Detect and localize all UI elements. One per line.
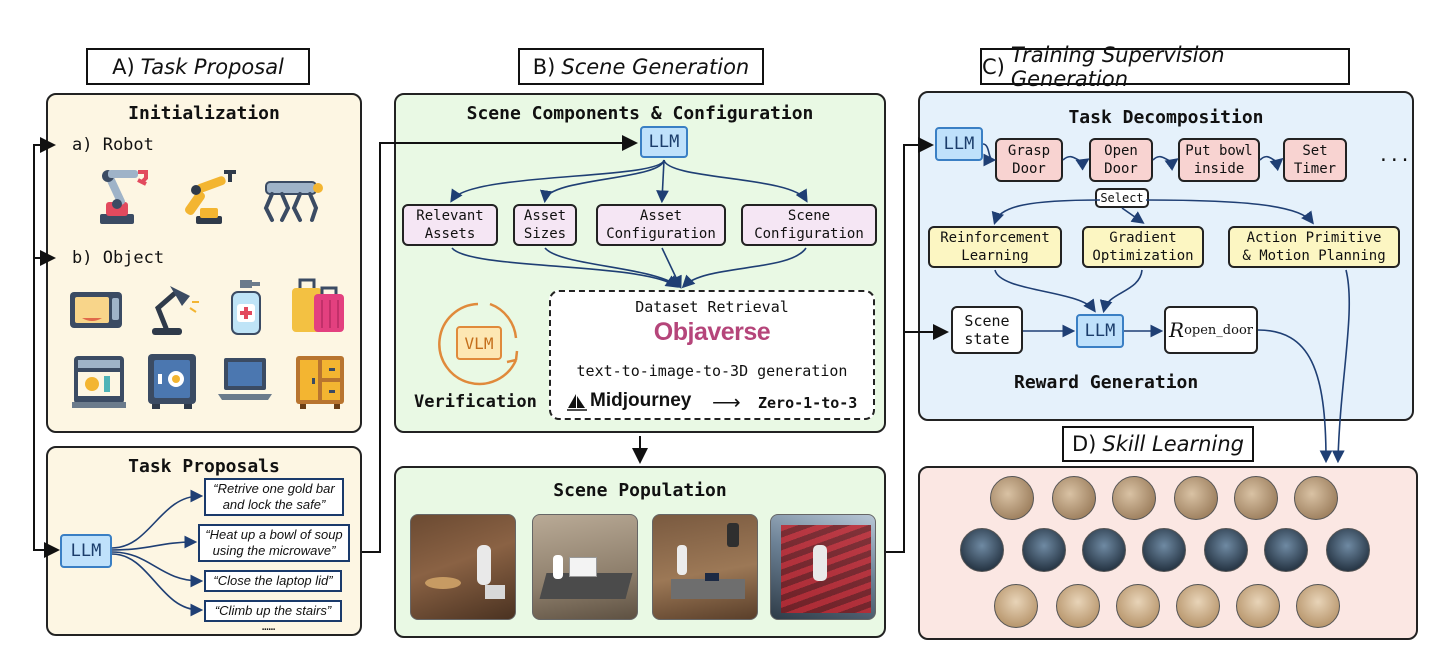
skill-thumbnail xyxy=(960,528,1004,572)
laptop-icon xyxy=(218,358,272,400)
task-proposals-header: Task Proposals xyxy=(128,456,280,477)
subtask-open-door: Open Door xyxy=(1089,138,1153,182)
section-label: Task Proposal xyxy=(140,54,284,79)
skill-thumbnail xyxy=(1112,476,1156,520)
t2i23d-label: text-to-image-to-3D generation xyxy=(576,362,848,380)
proposal-laptop-lid: “Close the laptop lid” xyxy=(204,570,342,592)
component-scene-configuration: Scene Configuration xyxy=(741,204,877,246)
section-title-scene-generation: B)Scene Generation xyxy=(518,48,764,85)
proposal-gold-bar: “Retrive one gold bar and lock the safe” xyxy=(204,478,344,516)
skill-thumbnail xyxy=(1142,528,1186,572)
subtask-grasp-door: Grasp Door xyxy=(995,138,1063,182)
skill-thumbnail xyxy=(1294,476,1338,520)
safe-icon xyxy=(148,354,196,409)
subtask-put-bowl: Put bowl inside xyxy=(1178,138,1260,182)
scene-image-1 xyxy=(410,514,516,620)
section-prefix: A) xyxy=(112,54,135,79)
zero123-label: Zero-1-to-3 xyxy=(758,394,858,412)
midjourney-icon xyxy=(567,394,587,411)
scene-components-header: Scene Components & Configuration xyxy=(466,103,814,124)
skill-thumbnail xyxy=(1116,584,1160,628)
skill-thumbnail xyxy=(1236,584,1280,628)
proposal-climb-stairs: “Climb up the stairs” xyxy=(204,600,342,622)
subtask-ellipsis: ··· xyxy=(1378,150,1411,171)
skill-thumbnail xyxy=(1174,476,1218,520)
robot-label: a) Robot xyxy=(72,135,154,155)
scene-population-header: Scene Population xyxy=(553,480,727,501)
object-label: b) Object xyxy=(72,248,165,268)
skill-thumbnail xyxy=(1176,584,1220,628)
task-decomposition-header: Task Decomposition xyxy=(1068,107,1264,128)
select-badge: Select xyxy=(1095,188,1149,208)
section-title-training-supervision: C)Training Supervision Generation xyxy=(980,43,1350,91)
dataset-retrieval-label: Dataset Retrieval xyxy=(635,298,789,316)
scene-image-4 xyxy=(770,514,876,620)
scene-image-3 xyxy=(652,514,758,620)
industrial-arm-icon xyxy=(185,170,236,224)
method-gradient-optimization: Gradient Optimization xyxy=(1082,226,1204,268)
scene-image-2 xyxy=(532,514,638,620)
method-action-primitive: Action Primitive & Motion Planning xyxy=(1228,226,1400,268)
skill-thumbnail xyxy=(1296,584,1340,628)
scene-llm: LLM xyxy=(640,126,688,158)
reward-subscript: open_door xyxy=(1184,322,1253,338)
reward-symbol: R xyxy=(1169,318,1185,342)
desk-lamp-icon xyxy=(152,286,199,335)
dishwasher-icon xyxy=(72,356,126,408)
component-asset-sizes: Asset Sizes xyxy=(513,204,577,246)
section-title-skill-learning: D)Skill Learning xyxy=(1062,426,1254,462)
proposal-heat-soup: “Heat up a bowl of soup using the microw… xyxy=(198,524,350,562)
suitcase-icon xyxy=(292,278,344,332)
reward-llm: LLM xyxy=(1076,314,1124,348)
skill-thumbnail xyxy=(1204,528,1248,572)
midjourney-label: Midjourney xyxy=(590,390,692,411)
section-label: Training Supervision Generation xyxy=(1010,42,1225,91)
soap-dispenser-icon xyxy=(231,280,261,335)
training-llm: LLM xyxy=(935,127,983,161)
skill-thumbnail xyxy=(1082,528,1126,572)
scene-state-box: Scene state xyxy=(951,306,1023,354)
skill-thumbnail xyxy=(1022,528,1066,572)
method-reinforcement-learning: Reinforcement Learning xyxy=(928,226,1062,268)
section-label: Skill Learning xyxy=(1102,432,1244,456)
section-label: Scene Generation xyxy=(561,54,750,79)
initialization-header: Initialization xyxy=(128,103,280,124)
skill-thumbnail xyxy=(1264,528,1308,572)
skill-thumbnail xyxy=(994,584,1038,628)
skill-thumbnail xyxy=(1234,476,1278,520)
section-title-task-proposal: A)Task Proposal xyxy=(86,48,310,85)
component-relevant-assets: Relevant Assets xyxy=(402,204,498,246)
reward-generation-label: Reward Generation xyxy=(1014,372,1199,393)
microwave-icon xyxy=(70,292,122,328)
generation-arrow: ⟶ xyxy=(712,392,741,414)
verification-label: Verification xyxy=(414,392,537,412)
robot-arm-icon xyxy=(100,170,148,224)
task-proposal-llm: LLM xyxy=(60,534,112,568)
objaverse-logo: Objaverse xyxy=(653,318,771,346)
proposal-ellipsis: …… xyxy=(262,620,276,633)
section-prefix: C) xyxy=(982,54,1005,79)
skill-thumbnail xyxy=(1056,584,1100,628)
component-asset-configuration: Asset Configuration xyxy=(596,204,726,246)
section-prefix: D) xyxy=(1072,432,1097,456)
subtask-set-timer: Set Timer xyxy=(1283,138,1347,182)
section-prefix: B) xyxy=(532,54,556,79)
skill-thumbnail xyxy=(990,476,1034,520)
cabinet-icon xyxy=(296,356,344,409)
skill-thumbnail xyxy=(1326,528,1370,572)
quadruped-robot-icon xyxy=(263,181,323,222)
vlm-box: VLM xyxy=(456,326,502,360)
skill-thumbnail xyxy=(1052,476,1096,520)
